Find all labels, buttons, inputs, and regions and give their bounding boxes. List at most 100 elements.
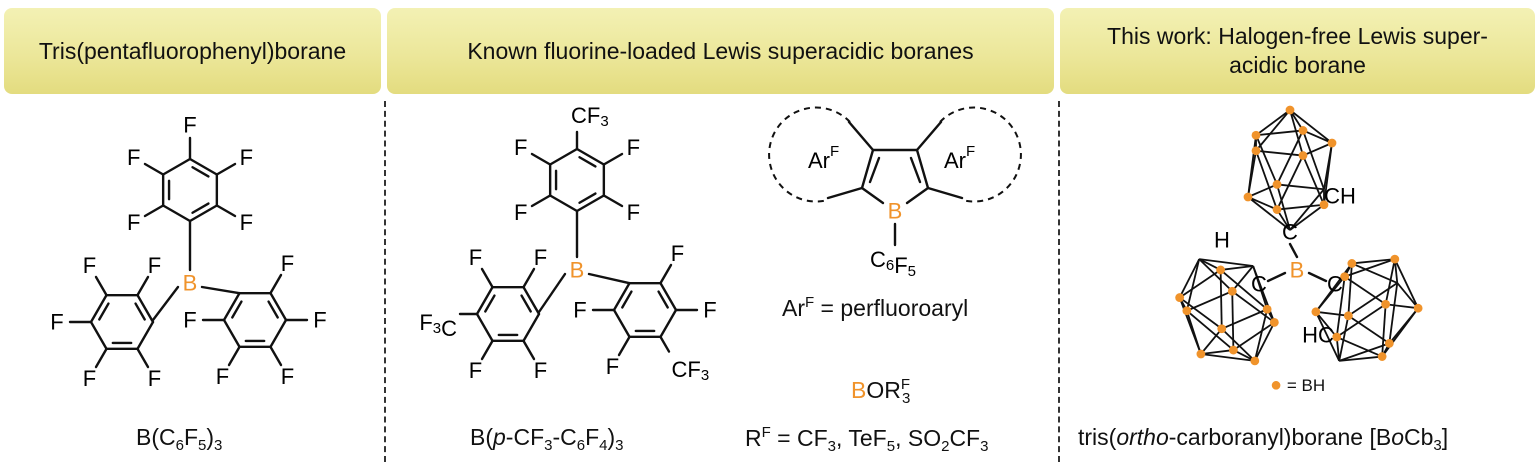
bh-vertex-dot <box>1182 306 1192 316</box>
carborane-left-c: C <box>1251 272 1267 297</box>
carborane-top-edge <box>1247 196 1291 231</box>
fluorine-pcf3-right: F <box>573 298 586 323</box>
carborane-top-ch: CH <box>1324 184 1356 209</box>
carborane-left-edge <box>1198 258 1233 292</box>
bcf-top-ring-double-bond <box>191 202 210 214</box>
bcf-left-ring-bond <box>89 320 108 351</box>
header-col1-text: Tris(pentafluorophenyl)borane <box>38 37 347 64</box>
bcf-b-c-bond <box>151 285 180 322</box>
carborane-left-edge <box>1254 322 1276 362</box>
carborane-right-edge <box>1347 282 1398 317</box>
pcf3-top-ring-bond <box>548 194 579 213</box>
fluorine-bcf-top-bond <box>215 162 237 176</box>
carborane-top-edge <box>1289 109 1333 144</box>
bh-vertex-dot <box>1216 265 1226 275</box>
bh-vertex-dot <box>1347 259 1357 268</box>
fluorine-bcf-left: F <box>50 310 63 335</box>
carborane-left-edge <box>1253 309 1269 362</box>
label-p-cf3-borane: B(p-CF3-C6F4)3 <box>470 424 624 454</box>
pcf3-top-ring-bond <box>575 194 606 213</box>
fluorine-bcf-top-bond <box>143 162 165 176</box>
bcf-right-ring-bond <box>269 318 288 349</box>
pcf3-right-ring-double-bond <box>657 290 669 309</box>
bh-vertex-dot <box>1298 126 1308 135</box>
carborane-top-edge <box>1302 142 1333 157</box>
pcf3-b-c-bond <box>587 272 631 285</box>
header-col3-line1: This work: Halogen-free Lewis super- <box>1107 23 1488 49</box>
fluorine-bcf-top: F <box>183 113 196 138</box>
dashed-arcs <box>768 106 1022 203</box>
bh-vertex-dot <box>1262 304 1272 314</box>
carborane-right-edge <box>1338 315 1350 362</box>
boc-b-c-bond <box>1307 271 1328 283</box>
fluorine-bcf-right: F <box>281 364 294 389</box>
bh-vertex-dot <box>1250 356 1260 366</box>
fluorine-pcf3-top: F <box>627 135 640 160</box>
carborane-top-edge <box>1247 135 1257 198</box>
carborane-top-edge <box>1255 109 1291 136</box>
fluorine-pcf3-top: F <box>514 135 527 160</box>
carborane-right-edge <box>1315 311 1338 338</box>
pcf3-right-ring-bond <box>659 308 678 339</box>
pcf3-left-ring-bond <box>475 285 494 316</box>
fluorine-bcf-top-bond <box>143 204 165 218</box>
carborane-left-edge <box>1178 258 1200 298</box>
carborane-top-edge <box>1276 184 1291 231</box>
column-divider-left <box>384 101 386 462</box>
bh-vertex-dot <box>1228 345 1238 355</box>
header-tris-pentafluorophenyl-borane: Tris(pentafluorophenyl)borane <box>4 8 381 94</box>
carborane-top-edge <box>1255 150 1278 210</box>
carborane-top-edge <box>1323 142 1333 190</box>
fluorine-bcf-right: F <box>183 308 196 333</box>
carborane-left-edge <box>1252 265 1269 310</box>
carborane-top-edge <box>1302 130 1325 190</box>
bcf-left-ring-double-bond <box>98 302 110 321</box>
fluorine-bcf-left: F <box>83 366 96 391</box>
bh-vertex-dot <box>1384 338 1394 348</box>
carborane-right-edge <box>1339 355 1383 362</box>
carborane-left-edge <box>1221 308 1268 330</box>
bond-lines <box>68 120 1328 369</box>
carborane-left-edge <box>1231 265 1254 292</box>
carborane-left-edge <box>1232 321 1275 351</box>
arf-dashed-arc-left <box>768 106 851 203</box>
fluorine-bcf-left-bond <box>94 275 108 297</box>
carborane-top-edge <box>1247 196 1278 211</box>
fluorine-pcf3-left-bond <box>480 339 494 361</box>
fluorine-bcf-top: F <box>127 210 140 235</box>
arf-label-right: ArF <box>944 143 975 173</box>
fluorine-bcf-right: F <box>216 364 229 389</box>
f3c-group-left: F3C <box>419 310 457 341</box>
fluorine-pcf3-top: F <box>627 200 640 225</box>
carborane-left-edge <box>1178 297 1202 355</box>
carborane-right-edge <box>1393 258 1419 309</box>
carborane-left-edge <box>1200 353 1255 362</box>
carborane-left-edge <box>1185 258 1201 311</box>
pcf3-top-ring-bond <box>575 147 606 166</box>
pcf3-right-ring-double-bond <box>621 290 633 309</box>
fluorine-pcf3-left-bond <box>522 339 536 361</box>
label-rf-definition: RF = CF3, TeF5, SO2CF3 <box>745 424 989 455</box>
fluorine-bcf-top-bond <box>215 204 237 218</box>
header-col2-text: Known fluorine-loaded Lewis superacidic … <box>467 37 974 64</box>
carborane-top-edge <box>1255 134 1278 185</box>
borole-stub <box>915 120 943 152</box>
bh-legend-dot-icon: ● <box>1270 374 1283 396</box>
fluorine-pcf3-top-bond <box>530 194 552 208</box>
bcf-right-ring-bond <box>269 291 288 322</box>
carborane-left-edge <box>1220 265 1254 271</box>
borole-double-bond <box>909 156 922 184</box>
carborane-left-edge <box>1179 269 1222 299</box>
carborane-top-c: C <box>1282 220 1298 245</box>
fluorine-pcf3-left-bond <box>480 267 494 289</box>
pcf3-left-ring-bond <box>522 285 541 316</box>
carborane-right-edge <box>1381 304 1387 357</box>
boc-b-c-bond <box>1266 271 1287 283</box>
fluorine-pcf3-left: F <box>469 245 482 270</box>
bh-vertex-dot <box>1327 138 1337 148</box>
carborane-left-edge <box>1231 290 1275 324</box>
pcf3-right-ring-bond <box>612 308 631 339</box>
bcf-right-ring-double-bond <box>267 300 279 319</box>
